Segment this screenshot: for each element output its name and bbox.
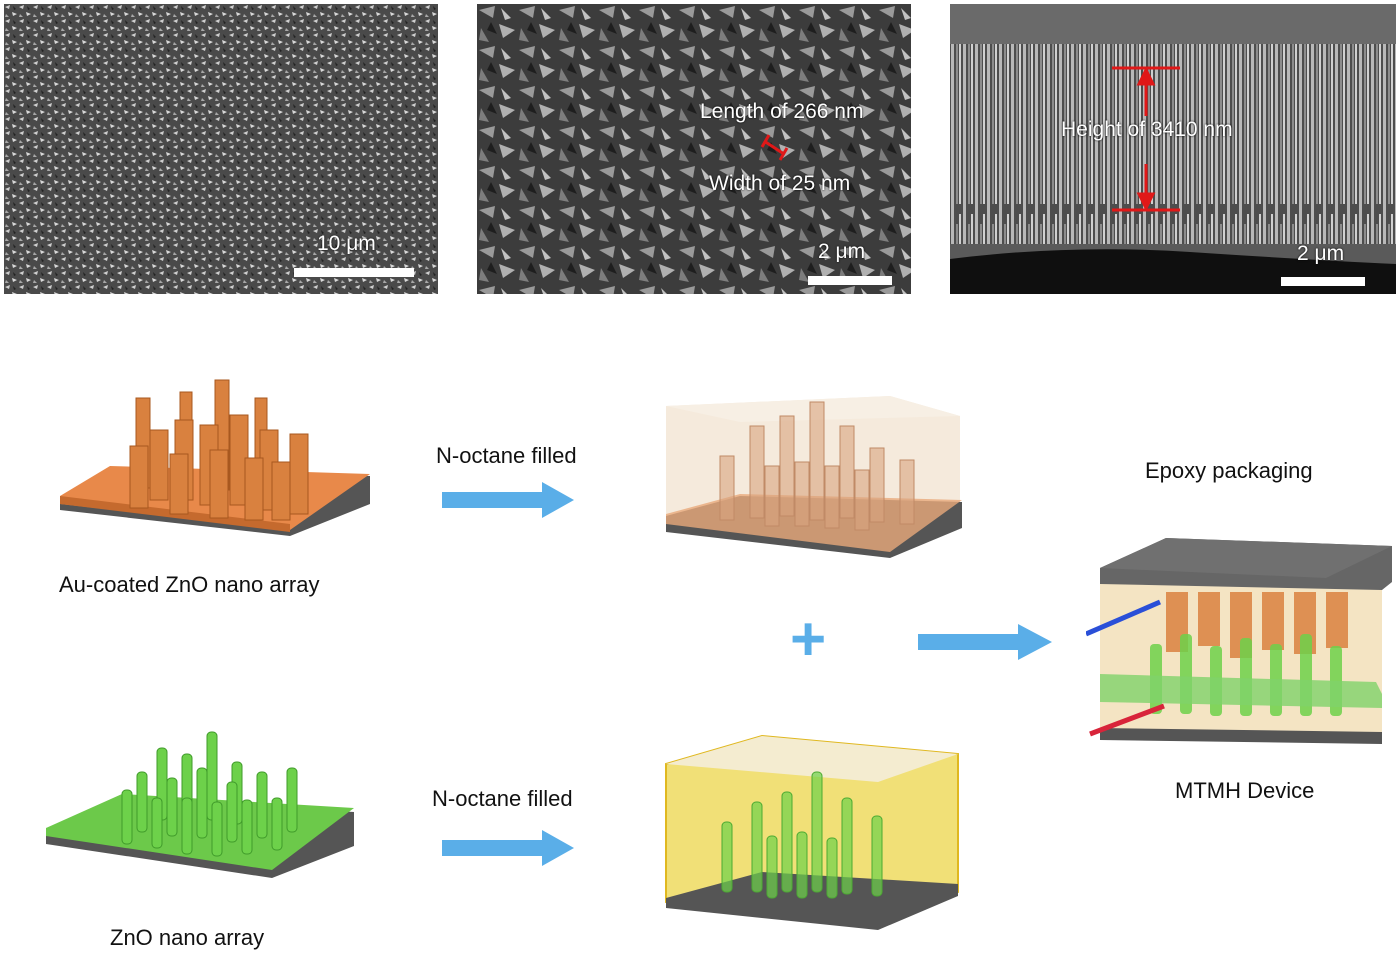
bottom-process-arrow: [442, 830, 574, 866]
octane-filled-au-array-model: [666, 396, 962, 558]
zno-array-label: ZnO nano array: [110, 925, 265, 950]
octane-filled-zno-array-model: [665, 734, 959, 930]
width-measure-marker: [760, 134, 789, 161]
red-electrode-wire: [1089, 703, 1165, 737]
top-process-arrow: [442, 482, 574, 518]
height-measurement-label: Height of 3410 nm: [1061, 118, 1233, 141]
scale-bar-label: 2 μm: [1297, 242, 1345, 265]
height-measure-marker: [1112, 66, 1180, 212]
sem-texture: [4, 4, 438, 294]
sem-image-cross-section: Height of 3410 nm 2 μm: [950, 4, 1396, 294]
scale-bar: [294, 268, 414, 277]
blue-electrode-wire: [1086, 599, 1161, 637]
au-coated-zno-array-model: [60, 379, 370, 536]
zno-array-model: [46, 731, 354, 878]
width-measurement-label: Width of 25 nm: [709, 172, 851, 195]
length-measurement-label: Length of 266 nm: [700, 100, 864, 123]
bottom-arrow-label: N-octane filled: [432, 786, 573, 811]
mtmh-device-model: [1086, 538, 1392, 744]
sem-image-top-view-low-mag: 10 μm: [4, 4, 438, 294]
plus-symbol: +: [790, 605, 827, 674]
scale-bar: [1281, 277, 1365, 286]
epoxy-packaging-label: Epoxy packaging: [1145, 458, 1313, 483]
sem-texture: [477, 4, 911, 294]
scale-bar-label: 10 μm: [317, 232, 376, 255]
assembly-arrow: [918, 624, 1052, 660]
top-arrow-label: N-octane filled: [436, 443, 577, 468]
scale-bar-label: 2 μm: [818, 240, 866, 263]
sem-image-top-view-high-mag: Length of 266 nm Width of 25 nm 2 μm: [477, 4, 911, 294]
au-array-label: Au-coated ZnO nano array: [59, 572, 320, 597]
mtmh-device-label: MTMH Device: [1175, 778, 1315, 803]
scale-bar: [808, 276, 892, 285]
